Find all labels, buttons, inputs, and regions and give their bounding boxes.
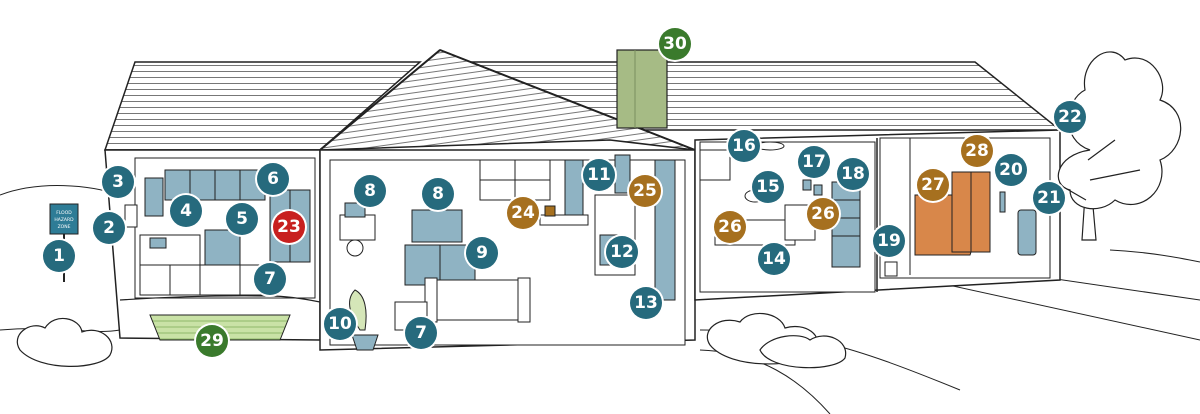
marker-7b[interactable]: 7 — [405, 317, 437, 349]
marker-24[interactable]: 24 — [507, 197, 539, 229]
marker-8b[interactable]: 8 — [422, 178, 454, 210]
living-room-items — [339, 154, 676, 351]
chimney — [616, 49, 668, 129]
sign-text-2: HAZARD — [54, 217, 74, 223]
marker-3[interactable]: 3 — [102, 166, 134, 198]
sign-text-3: ZONE — [58, 224, 71, 230]
marker-2[interactable]: 2 — [93, 212, 125, 244]
marker-14[interactable]: 14 — [758, 243, 790, 275]
marker-27[interactable]: 27 — [917, 169, 949, 201]
marker-4[interactable]: 4 — [170, 195, 202, 227]
marker-26b[interactable]: 26 — [807, 198, 839, 230]
marker-6[interactable]: 6 — [257, 163, 289, 195]
marker-26a[interactable]: 26 — [714, 211, 746, 243]
marker-12[interactable]: 12 — [606, 236, 638, 268]
marker-30[interactable]: 30 — [659, 28, 691, 60]
tree — [1057, 51, 1182, 241]
marker-20[interactable]: 20 — [995, 154, 1027, 186]
marker-10[interactable]: 10 — [324, 308, 356, 340]
sign-text-1: FLOOD — [56, 210, 72, 216]
marker-23[interactable]: 23 — [273, 211, 305, 243]
marker-11[interactable]: 11 — [583, 159, 615, 191]
marker-28[interactable]: 28 — [961, 135, 993, 167]
marker-13[interactable]: 13 — [630, 287, 662, 319]
marker-8a[interactable]: 8 — [354, 175, 386, 207]
marker-29[interactable]: 29 — [196, 325, 228, 357]
marker-16[interactable]: 16 — [728, 130, 760, 162]
marker-22[interactable]: 22 — [1054, 101, 1086, 133]
marker-7a[interactable]: 7 — [254, 263, 286, 295]
marker-18[interactable]: 18 — [837, 158, 869, 190]
marker-25[interactable]: 25 — [629, 175, 661, 207]
marker-1[interactable]: 1 — [43, 240, 75, 272]
marker-21[interactable]: 21 — [1033, 182, 1065, 214]
marker-5[interactable]: 5 — [226, 203, 258, 235]
marker-15[interactable]: 15 — [752, 171, 784, 203]
marker-17[interactable]: 17 — [798, 146, 830, 178]
flood-hazard-sign: FLOOD HAZARD ZONE — [49, 203, 79, 282]
marker-19[interactable]: 19 — [873, 225, 905, 257]
shrubs — [16, 312, 847, 369]
marker-9[interactable]: 9 — [466, 237, 498, 269]
